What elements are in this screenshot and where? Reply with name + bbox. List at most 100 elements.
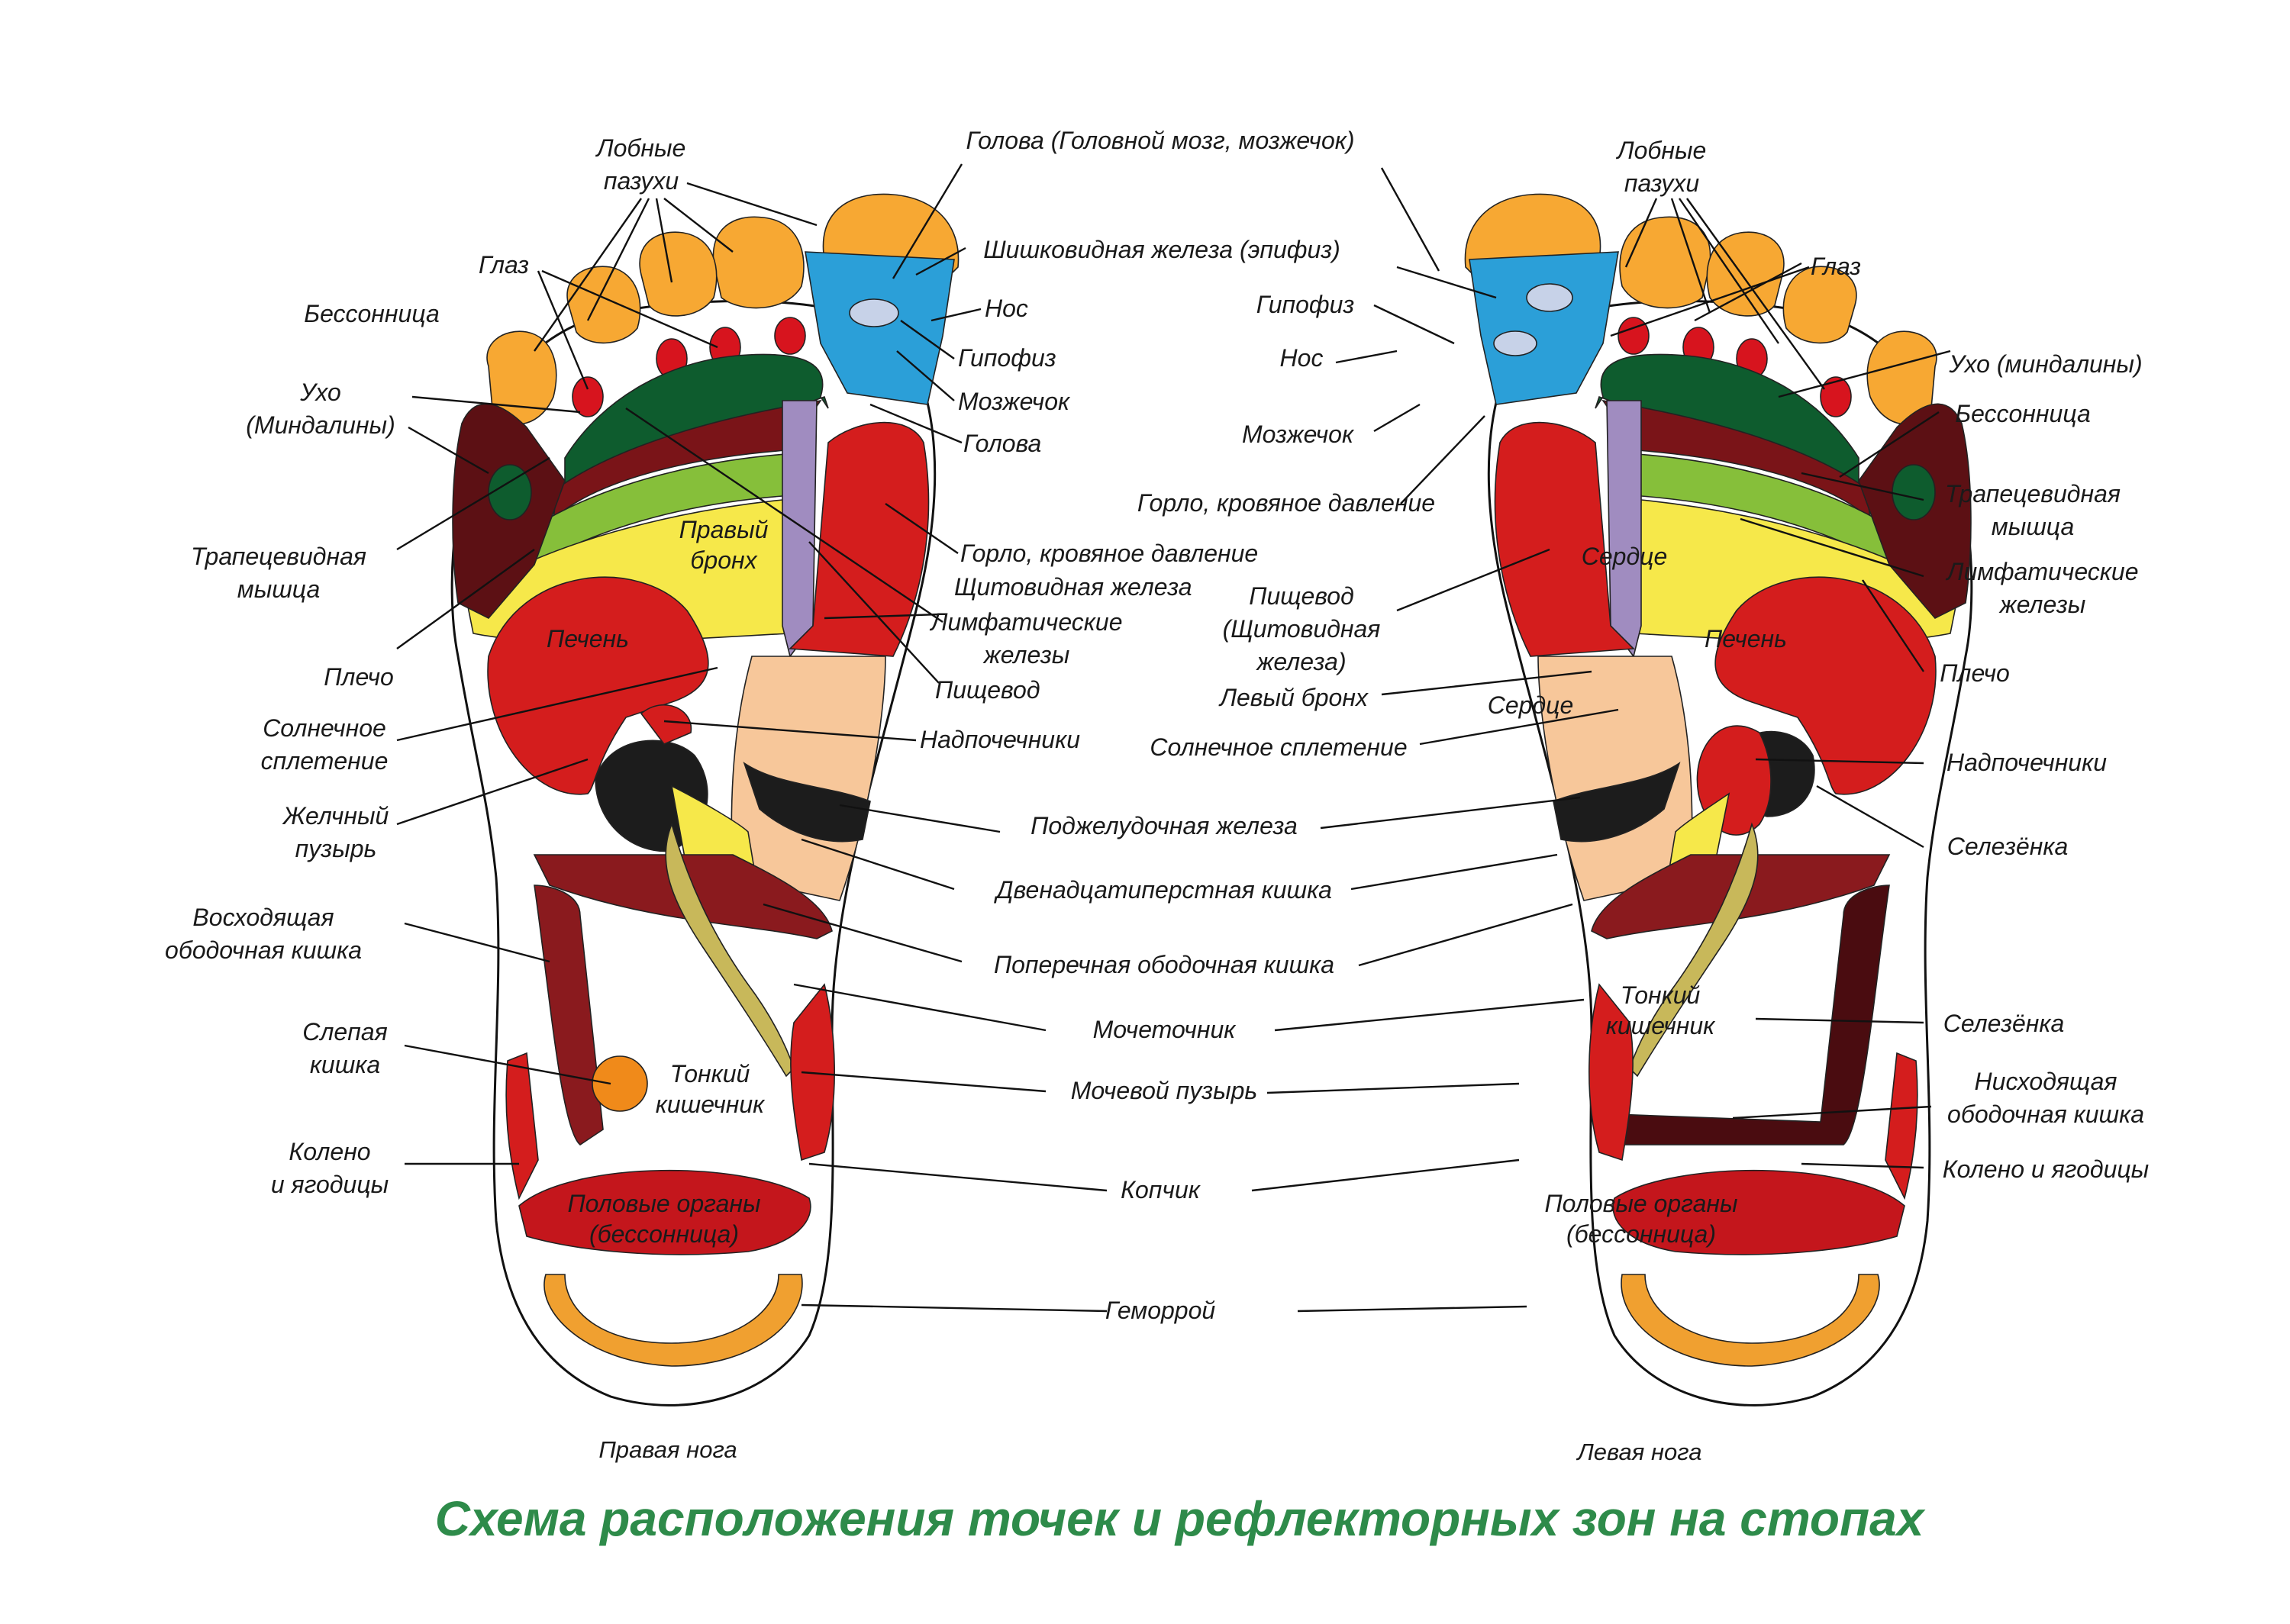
left-throat-block xyxy=(1494,421,1635,657)
label-throat-r: Горло, кровяное давление xyxy=(960,540,1258,567)
label-solar-l: Солнечное сплетение xyxy=(1150,733,1407,761)
left-knee-strip xyxy=(1885,1052,1918,1200)
inner-liver-right: Печень xyxy=(547,625,629,652)
label-pancreas: Поджелудочная железа xyxy=(1030,812,1298,839)
label-adrenal-r: Надпочечники xyxy=(920,726,1080,753)
label-shoulder-l: Плечо xyxy=(1940,659,2010,687)
inner-genital-right-2: (бессонница) xyxy=(589,1220,739,1248)
label-frontal-sinus-l-1: Лобные xyxy=(1616,137,1707,164)
left-foot xyxy=(1464,193,1973,1406)
inner-right-bronch-2: бронх xyxy=(690,546,757,574)
label-gall-r-1: Желчный xyxy=(282,802,389,830)
left-pituitary-point xyxy=(1493,330,1537,356)
label-shoulder-r: Плечо xyxy=(324,663,394,691)
label-pineal-r: Шишковидная железа (эпифиз) xyxy=(983,236,1340,263)
label-left-bronch: Левый бронх xyxy=(1218,684,1369,711)
label-descending-l-2: ободочная кишка xyxy=(1947,1100,2144,1128)
inner-right-bronch-1: Правый xyxy=(679,516,769,543)
left-liver xyxy=(1714,576,1937,795)
label-cecum-r-1: Слепая xyxy=(302,1018,387,1046)
right-genital xyxy=(518,1169,811,1255)
left-eye-point-3 xyxy=(1618,317,1650,355)
labels-center-column: Голова (Головной мозг, мозжечок) Шишкови… xyxy=(920,127,1435,1324)
right-trapezius-green xyxy=(488,464,532,520)
label-cerebellum-r: Мозжечок xyxy=(958,388,1071,415)
inner-genital-left-2: (бессонница) xyxy=(1566,1220,1716,1248)
right-toe-3 xyxy=(639,231,718,317)
left-toe-3 xyxy=(1706,231,1785,317)
left-toe-2 xyxy=(1619,216,1711,309)
label-solar-r-1: Солнечное xyxy=(263,714,386,742)
right-hemorrhoid xyxy=(543,1274,803,1367)
right-cecum xyxy=(592,1055,648,1112)
right-liver xyxy=(487,576,709,795)
leader-lines xyxy=(396,163,1951,1313)
label-gall-r-2: пузырь xyxy=(295,835,377,862)
right-throat-block xyxy=(789,421,930,657)
label-ear-r-2: (Миндалины) xyxy=(246,411,395,439)
label-lymph-r-1: Лимфатические xyxy=(930,608,1123,636)
label-coccyx: Копчик xyxy=(1121,1176,1201,1204)
labels-right-column: Лобные пазухи Глаз Ухо (миндалины) Бессо… xyxy=(1616,137,2150,1183)
label-knee-l: Колено и ягодицы xyxy=(1943,1155,2149,1183)
label-trapezius-l-1: Трапецевидная xyxy=(1945,480,2121,508)
left-bladder xyxy=(1588,983,1634,1162)
label-descending-l-1: Нисходящая xyxy=(1975,1068,2117,1095)
label-spleen-l: Селезёнка xyxy=(1947,833,2069,860)
right-eye-point-4 xyxy=(572,376,604,417)
right-toe-4 xyxy=(566,266,641,344)
label-solar-r-2: сплетение xyxy=(261,747,389,775)
label-ear-r-1: Ухо xyxy=(299,379,341,406)
left-genital xyxy=(1612,1169,1905,1255)
left-trapezius-green xyxy=(1892,464,1936,520)
label-frontal-sinus-r-1: Лобные xyxy=(595,134,686,162)
label-head-brain: Голова (Головной мозг, мозжечок) xyxy=(966,127,1354,154)
label-adrenal-l: Надпочечники xyxy=(1946,749,2107,776)
label-insomnia-l: Бессонница xyxy=(1955,400,2091,427)
label-trapezius-l-2: мышца xyxy=(1992,513,2075,540)
label-insomnia-r: Бессонница xyxy=(304,300,440,327)
right-head-blue xyxy=(805,251,955,405)
label-ureter: Мочеточник xyxy=(1093,1016,1237,1043)
right-toe-2 xyxy=(712,216,805,309)
label-throat-l: Горло, кровяное давление xyxy=(1137,489,1435,517)
label-thyroid-r: Щитовидная железа xyxy=(954,573,1192,601)
label-ascending-r-2: ободочная кишка xyxy=(165,936,362,964)
label-pituitary-r: Гипофиз xyxy=(958,344,1056,372)
label-cerebellum-l: Мозжечок xyxy=(1242,420,1355,448)
label-esophagus-l-1: Пищевод xyxy=(1249,582,1354,610)
label-esophagus-r: Пищевод xyxy=(935,676,1040,704)
right-eye-point-3 xyxy=(774,317,806,355)
label-frontal-sinus-r-2: пазухи xyxy=(604,167,679,195)
label-lymph-l-1: Лимфатические xyxy=(1946,558,2139,585)
left-hemorrhoid xyxy=(1621,1274,1880,1367)
label-esophagus-l-2: (Щитовидная xyxy=(1223,615,1381,643)
label-lymph-l-2: железы xyxy=(1998,591,2086,618)
left-pineal-point xyxy=(1526,283,1573,312)
labels-left-column: Лобные пазухи Глаз Бессонница Ухо (Минда… xyxy=(165,134,685,1198)
label-hemorrhoid: Геморрой xyxy=(1105,1297,1216,1324)
label-pituitary-l: Гипофиз xyxy=(1256,291,1355,318)
right-foot xyxy=(450,193,960,1406)
left-eye-point-4 xyxy=(1820,376,1852,417)
label-trapezius-r-2: мышца xyxy=(237,575,321,603)
inner-heart-left-2: Сердце xyxy=(1488,691,1573,719)
label-bladder: Мочевой пузырь xyxy=(1071,1077,1258,1104)
right-pineal-point xyxy=(849,298,899,327)
label-knee-r-1: Колено xyxy=(289,1138,370,1165)
caption-left-foot: Левая нога xyxy=(1576,1439,1702,1465)
label-nose-r: Нос xyxy=(985,295,1028,322)
label-eye-r: Глаз xyxy=(479,251,529,279)
left-descending-colon xyxy=(1614,884,1890,1146)
inner-small-int-left-1: Тонкий xyxy=(1621,981,1701,1009)
label-nose-l: Нос xyxy=(1280,344,1324,372)
label-eye-l: Глаз xyxy=(1811,253,1861,280)
label-frontal-sinus-l-2: пазухи xyxy=(1624,169,1700,197)
inner-small-int-right-2: кишечник xyxy=(656,1091,766,1118)
inner-genital-left-1: Половые органы xyxy=(1544,1190,1737,1217)
label-knee-r-2: и ягодицы xyxy=(271,1171,389,1198)
inner-labels: Правый бронх Печень Тонкий кишечник Поло… xyxy=(547,516,1787,1248)
label-transverse: Поперечная ободочная кишка xyxy=(994,951,1334,978)
inner-liver-left: Печень xyxy=(1705,625,1787,652)
